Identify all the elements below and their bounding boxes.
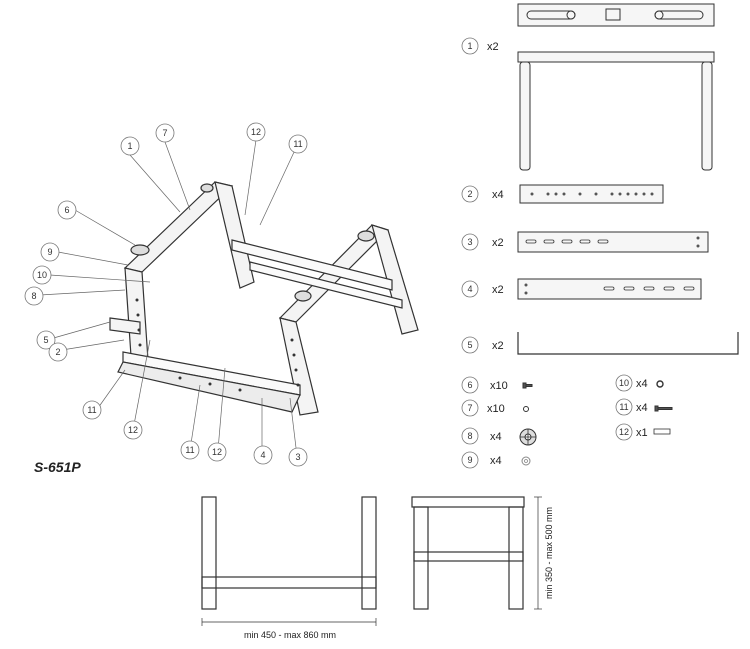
part-item-4: 4 x2 [461, 280, 504, 298]
svg-text:x4: x4 [490, 431, 502, 443]
svg-text:3: 3 [467, 237, 472, 247]
side-view [411, 496, 525, 610]
callout-label: 8 [31, 291, 36, 301]
callout-label: 9 [47, 247, 52, 257]
callout-label: 12 [128, 425, 138, 435]
svg-text:x4: x4 [636, 378, 648, 390]
svg-text:6: 6 [467, 380, 472, 390]
bearing-plate-icon [519, 428, 537, 446]
part-item-10: 10 x4 [615, 374, 648, 392]
svg-text:8: 8 [467, 431, 472, 441]
svg-text:x10: x10 [490, 380, 508, 392]
model-label: S-651P [34, 459, 81, 475]
width-dimension [201, 618, 377, 626]
svg-text:x2: x2 [487, 41, 499, 53]
part-item-5: 5 x2 [461, 336, 504, 354]
svg-text:x4: x4 [492, 189, 504, 201]
part-item-7: 7 x10 [461, 399, 505, 417]
callout-label: 11 [87, 405, 96, 415]
screw-icon [654, 405, 673, 412]
svg-text:5: 5 [467, 340, 472, 350]
part-item-6: 6 x10 [461, 376, 508, 394]
callout-label: 6 [64, 205, 69, 215]
washer-icon [521, 456, 531, 466]
callout-label: 7 [162, 128, 167, 138]
width-dimension-label: min 450 - max 860 mm [244, 630, 336, 640]
part-item-12: 12 x1 [615, 423, 648, 441]
svg-text:x2: x2 [492, 340, 504, 352]
callout-label: 11 [185, 445, 194, 455]
part-item-11: 11 x4 [615, 398, 648, 416]
svg-text:x1: x1 [636, 427, 648, 439]
svg-text:2: 2 [467, 189, 472, 199]
callout-leaders [39, 139, 298, 457]
part-5-channel [517, 332, 739, 355]
callout-label: 12 [251, 127, 261, 137]
svg-text:1: 1 [467, 41, 472, 51]
svg-text:x10: x10 [487, 403, 505, 415]
part-4-bar [517, 278, 702, 300]
svg-text:x2: x2 [492, 284, 504, 296]
part-item-3: 3 x2 [461, 233, 504, 251]
part-item-9: 9 x4 [461, 451, 502, 469]
part-3-bar [517, 231, 709, 253]
svg-text:11: 11 [619, 402, 628, 412]
svg-text:12: 12 [619, 427, 629, 437]
callout-label: 5 [43, 335, 48, 345]
bolt-icon [522, 382, 533, 389]
height-dimension-label: min 350 - max 500 mm [544, 507, 554, 599]
nut-icon [523, 406, 529, 412]
part-1-frame [517, 51, 715, 171]
assembly-callouts: 1 7 12 11 6 9 10 8 5 2 11 12 11 12 4 3 [24, 122, 308, 467]
height-dimension [534, 496, 542, 610]
callout-label: 3 [295, 452, 300, 462]
svg-text:10: 10 [619, 378, 629, 388]
callout-label: 2 [55, 347, 60, 357]
callout-label: 11 [293, 139, 302, 149]
svg-text:7: 7 [467, 403, 472, 413]
parts-list: 1 x2 2 x4 3 x2 4 x2 5 x2 6 x10 7 x10 8 x4 9 x4 10… [461, 37, 648, 469]
small-nut-icon [656, 380, 664, 388]
svg-text:x4: x4 [636, 402, 648, 414]
svg-text:x2: x2 [492, 237, 504, 249]
callout-label: 12 [212, 447, 222, 457]
part-1-topview [517, 3, 715, 27]
svg-text:9: 9 [467, 455, 472, 465]
svg-text:4: 4 [467, 284, 472, 294]
front-view [201, 496, 377, 610]
svg-text:x4: x4 [490, 455, 502, 467]
hardware-icons [519, 380, 673, 466]
spirit-level-icon [653, 428, 671, 435]
part-item-2: 2 x4 [461, 185, 504, 203]
callout-label: 10 [37, 270, 47, 280]
part-item-8: 8 x4 [461, 427, 502, 445]
part-2-bar [519, 184, 664, 204]
part-item-1: 1 x2 [461, 37, 499, 55]
callout-label: 1 [127, 141, 132, 151]
callout-label: 4 [260, 450, 265, 460]
